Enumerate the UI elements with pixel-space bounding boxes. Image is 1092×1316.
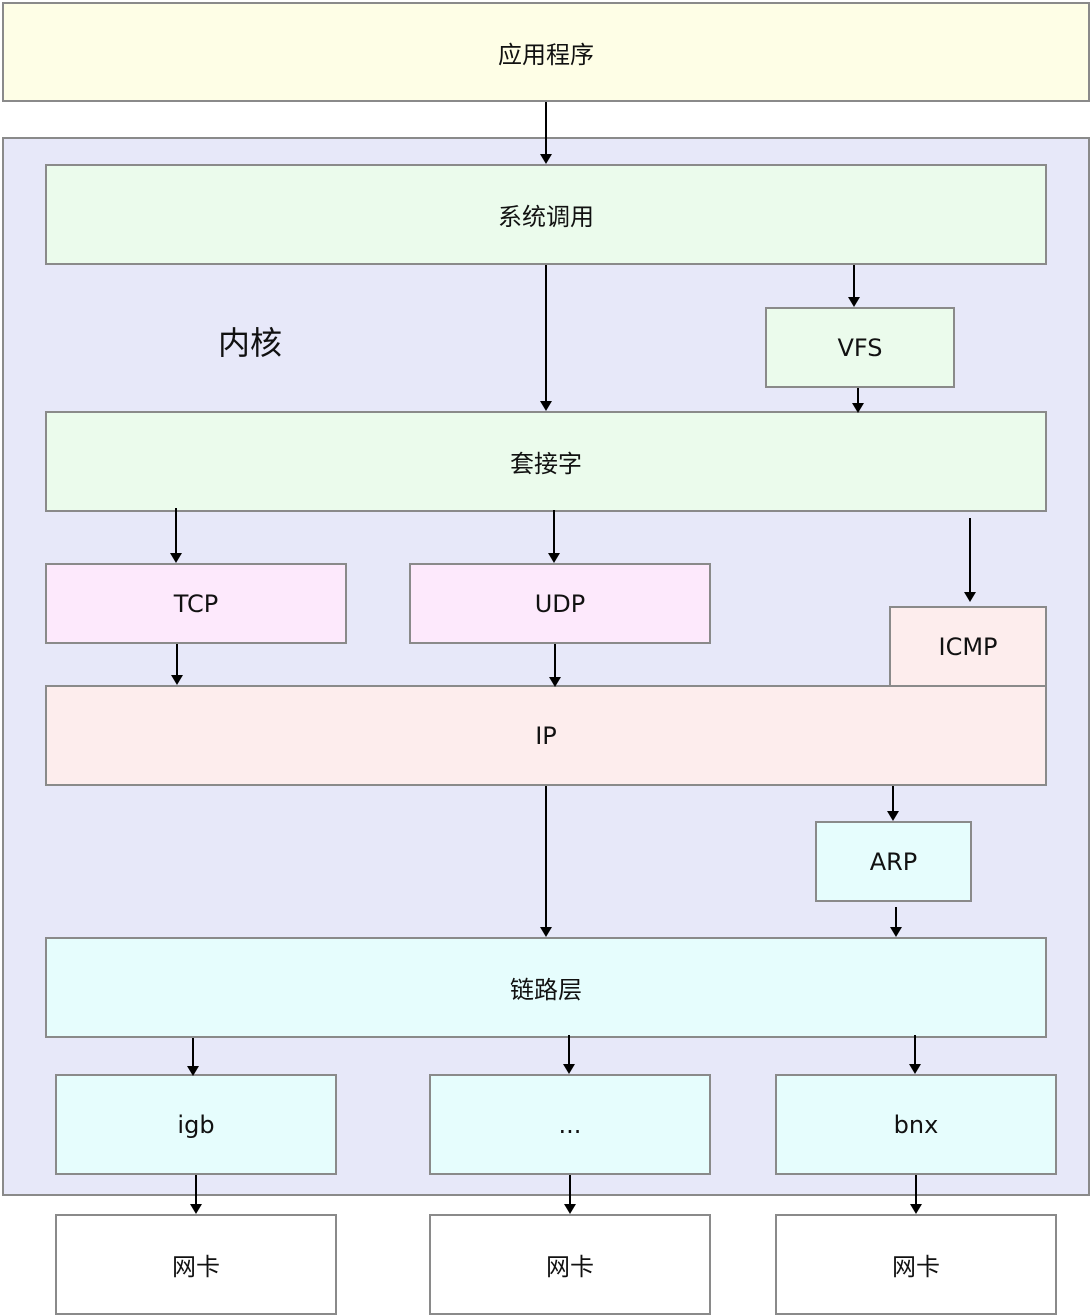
tcp-box: TCP bbox=[45, 563, 347, 644]
nic-box: 网卡 bbox=[775, 1214, 1057, 1315]
nic-box: 网卡 bbox=[429, 1214, 711, 1315]
link-layer-box: 链路层 bbox=[45, 937, 1047, 1038]
socket-label: 套接字 bbox=[510, 450, 582, 478]
nic-label: 网卡 bbox=[892, 1253, 940, 1281]
ip-box: IP bbox=[45, 685, 1047, 786]
vfs-box: VFS bbox=[765, 307, 955, 388]
app-layer-box: 应用程序 bbox=[2, 2, 1090, 102]
icmp-label: ICMP bbox=[938, 632, 998, 661]
nic-box: 网卡 bbox=[55, 1214, 337, 1315]
syscall-box: 系统调用 bbox=[45, 164, 1047, 265]
ip-label: IP bbox=[535, 721, 557, 750]
vfs-label: VFS bbox=[837, 333, 883, 362]
driver-label: igb bbox=[177, 1110, 215, 1139]
nic-label: 网卡 bbox=[172, 1253, 220, 1281]
link-layer-label: 链路层 bbox=[510, 976, 582, 1004]
nic-label: 网卡 bbox=[546, 1253, 594, 1281]
tcp-label: TCP bbox=[173, 589, 219, 618]
driver-label: bnx bbox=[893, 1110, 939, 1139]
arp-label: ARP bbox=[869, 847, 918, 876]
driver-bnx-box: bnx bbox=[775, 1074, 1057, 1175]
app-layer-label: 应用程序 bbox=[498, 40, 594, 69]
udp-label: UDP bbox=[534, 589, 586, 618]
kernel-label: 内核 bbox=[218, 324, 283, 362]
syscall-label: 系统调用 bbox=[498, 203, 594, 231]
socket-box: 套接字 bbox=[45, 411, 1047, 512]
driver-ellipsis-box: ... bbox=[429, 1074, 711, 1175]
arp-box: ARP bbox=[815, 821, 972, 902]
icmp-box: ICMP bbox=[889, 606, 1047, 687]
driver-label: ... bbox=[558, 1110, 582, 1139]
udp-box: UDP bbox=[409, 563, 711, 644]
driver-igb-box: igb bbox=[55, 1074, 337, 1175]
